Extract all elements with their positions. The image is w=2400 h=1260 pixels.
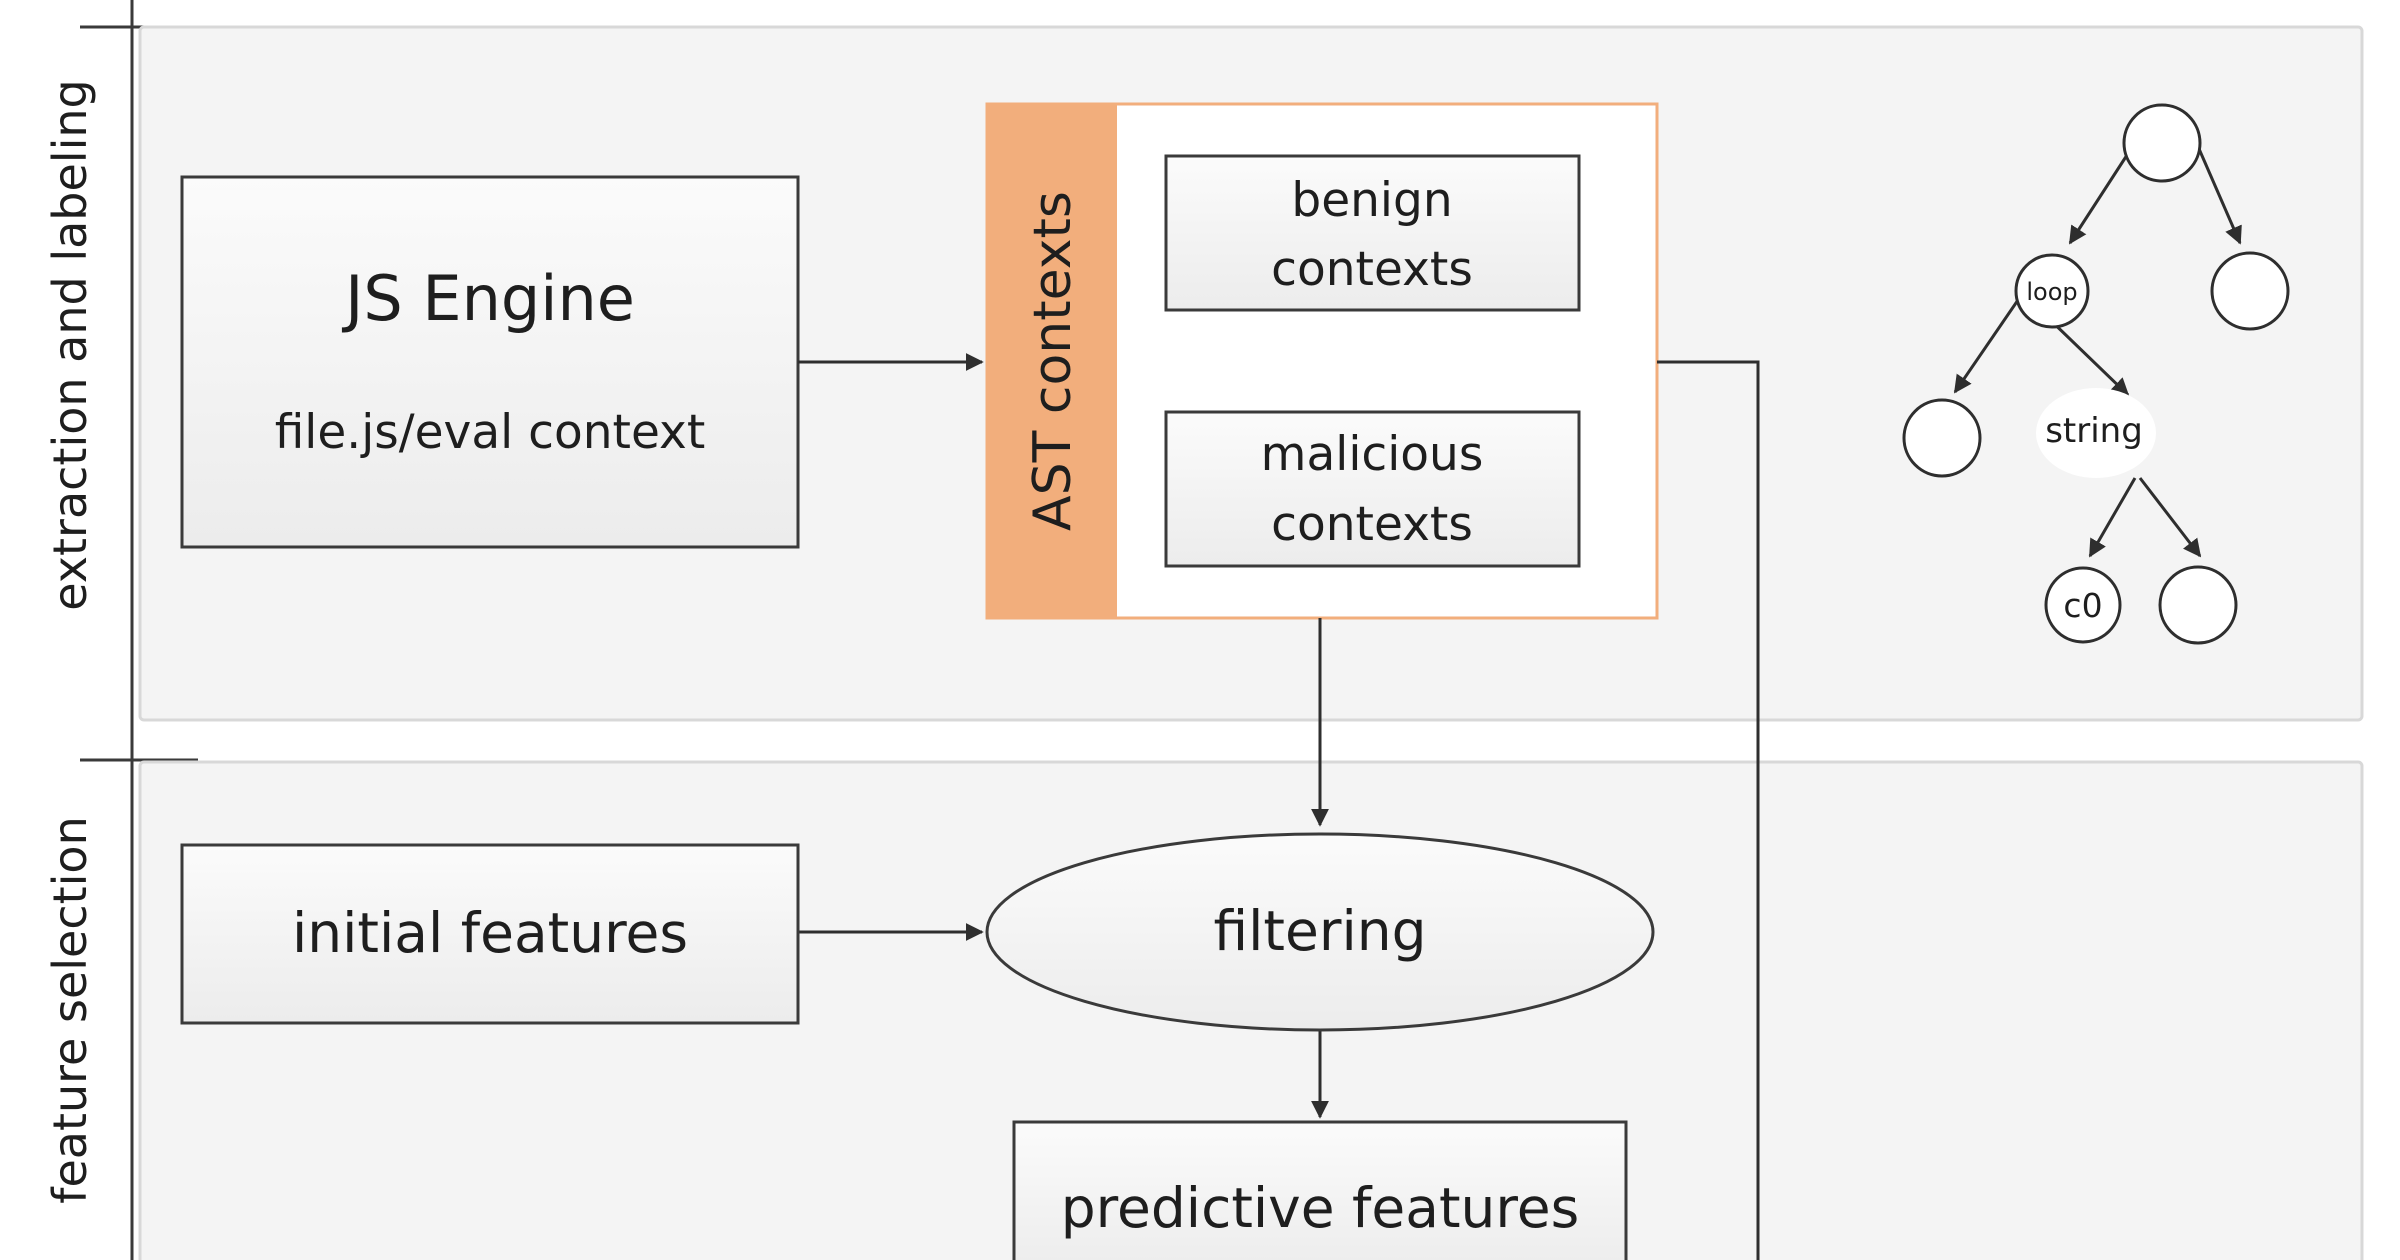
filtering-label: filtering [1214, 899, 1427, 963]
js-engine-title: JS Engine [341, 262, 635, 335]
tree-string-node [2036, 388, 2156, 478]
tree-string-label: string [2045, 411, 2143, 451]
predictive-features-box: predictive features [1012, 1120, 1628, 1260]
tree-edge [2088, 477, 2137, 558]
selection-lane-label: feature selection [43, 816, 97, 1203]
tree-leaf-node [1902, 398, 1982, 478]
connectors [798, 353, 1760, 1260]
initial-features-box: initial features [180, 843, 800, 1025]
tree-loop-node [2014, 253, 2090, 329]
benign-contexts-line1: benign [1291, 173, 1452, 228]
tree-leaf-node [2158, 565, 2238, 645]
filtering-node: filtering [985, 832, 1655, 1032]
tree-edge [2191, 134, 2242, 245]
malicious-contexts-line1: malicious [1261, 427, 1484, 482]
tree-root-node [2122, 103, 2202, 183]
tree-edge [1953, 299, 2020, 394]
malicious-contexts-line2: contexts [1271, 497, 1473, 552]
predictive-features-label: predictive features [1061, 1176, 1580, 1240]
ast-example-tree: loop string c0 [1902, 103, 2290, 645]
malicious-contexts-box: malicious contexts [1164, 410, 1581, 568]
ast-bypass-line [1657, 360, 1760, 1260]
ast-contexts-container: AST contexts benign contexts malicious c… [985, 102, 1659, 620]
tree-right-child-node [2210, 251, 2290, 331]
tree-c0-label: c0 [2063, 586, 2102, 625]
ast-contexts-band [987, 104, 1117, 618]
tree-edge [2138, 477, 2202, 558]
tree-c0-node [2044, 566, 2122, 644]
extraction-lane-label: extraction and labeling [43, 79, 97, 610]
benign-contexts-box: benign contexts [1164, 154, 1581, 312]
js-engine-subtitle: file.js/eval context [275, 405, 706, 460]
ast-contexts-label: AST contexts [1023, 191, 1083, 531]
benign-contexts-line2: contexts [1271, 242, 1473, 297]
js-engine-box: JS Engine file.js/eval context [180, 175, 800, 549]
tree-loop-label: loop [2026, 278, 2077, 306]
initial-features-label: initial features [292, 901, 688, 965]
